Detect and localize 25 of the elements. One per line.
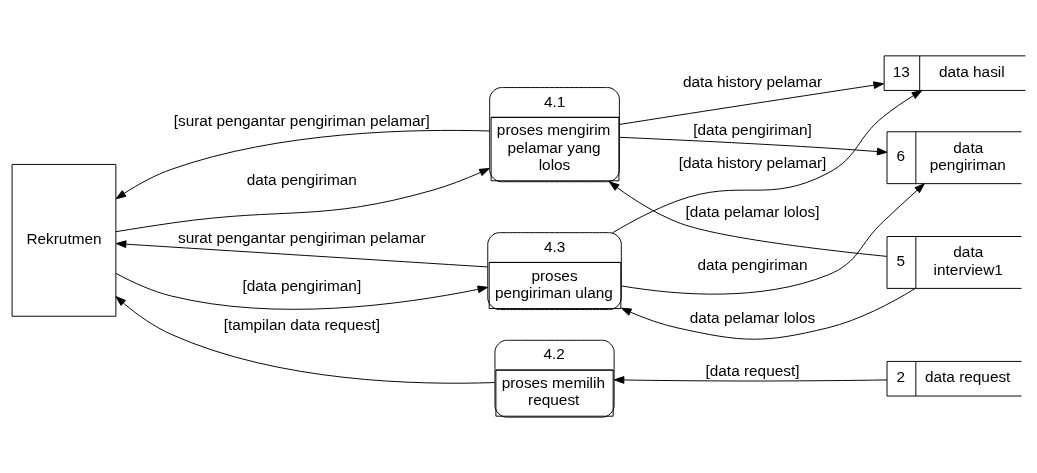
- edge-label: [data history pelamar]: [678, 154, 827, 172]
- arrow: [608, 181, 888, 257]
- arrow: [621, 288, 916, 340]
- edge-label: [data request]: [705, 361, 800, 379]
- arrow: [612, 90, 923, 234]
- arrow: [115, 129, 490, 200]
- edge-label: data pelamar lolos: [689, 308, 816, 326]
- edge-label: surat pengantar pengiriman pelamar: [178, 229, 426, 247]
- edge-label: data pengiriman: [697, 255, 808, 273]
- arrow: [115, 296, 496, 384]
- edge-label: [data pelamar lolos]: [685, 203, 820, 221]
- edge-label: [data pengiriman]: [242, 277, 362, 295]
- node-box: Rekrutmen: [11, 163, 117, 317]
- arrow: [613, 376, 888, 384]
- arrow: [619, 81, 884, 125]
- arrow: [619, 136, 888, 156]
- edge-label: data history pelamar: [682, 73, 823, 91]
- arrow: [115, 240, 488, 268]
- arrow: [115, 272, 489, 310]
- edge-label: data pengiriman: [246, 171, 357, 189]
- edge-label: [data pengiriman]: [693, 121, 812, 139]
- edge-label: [tampilan data request]: [223, 315, 380, 333]
- arrow: [115, 168, 490, 233]
- arrow: [620, 183, 925, 295]
- edge-label: [surat pengantar pengiriman pelamar]: [173, 111, 430, 129]
